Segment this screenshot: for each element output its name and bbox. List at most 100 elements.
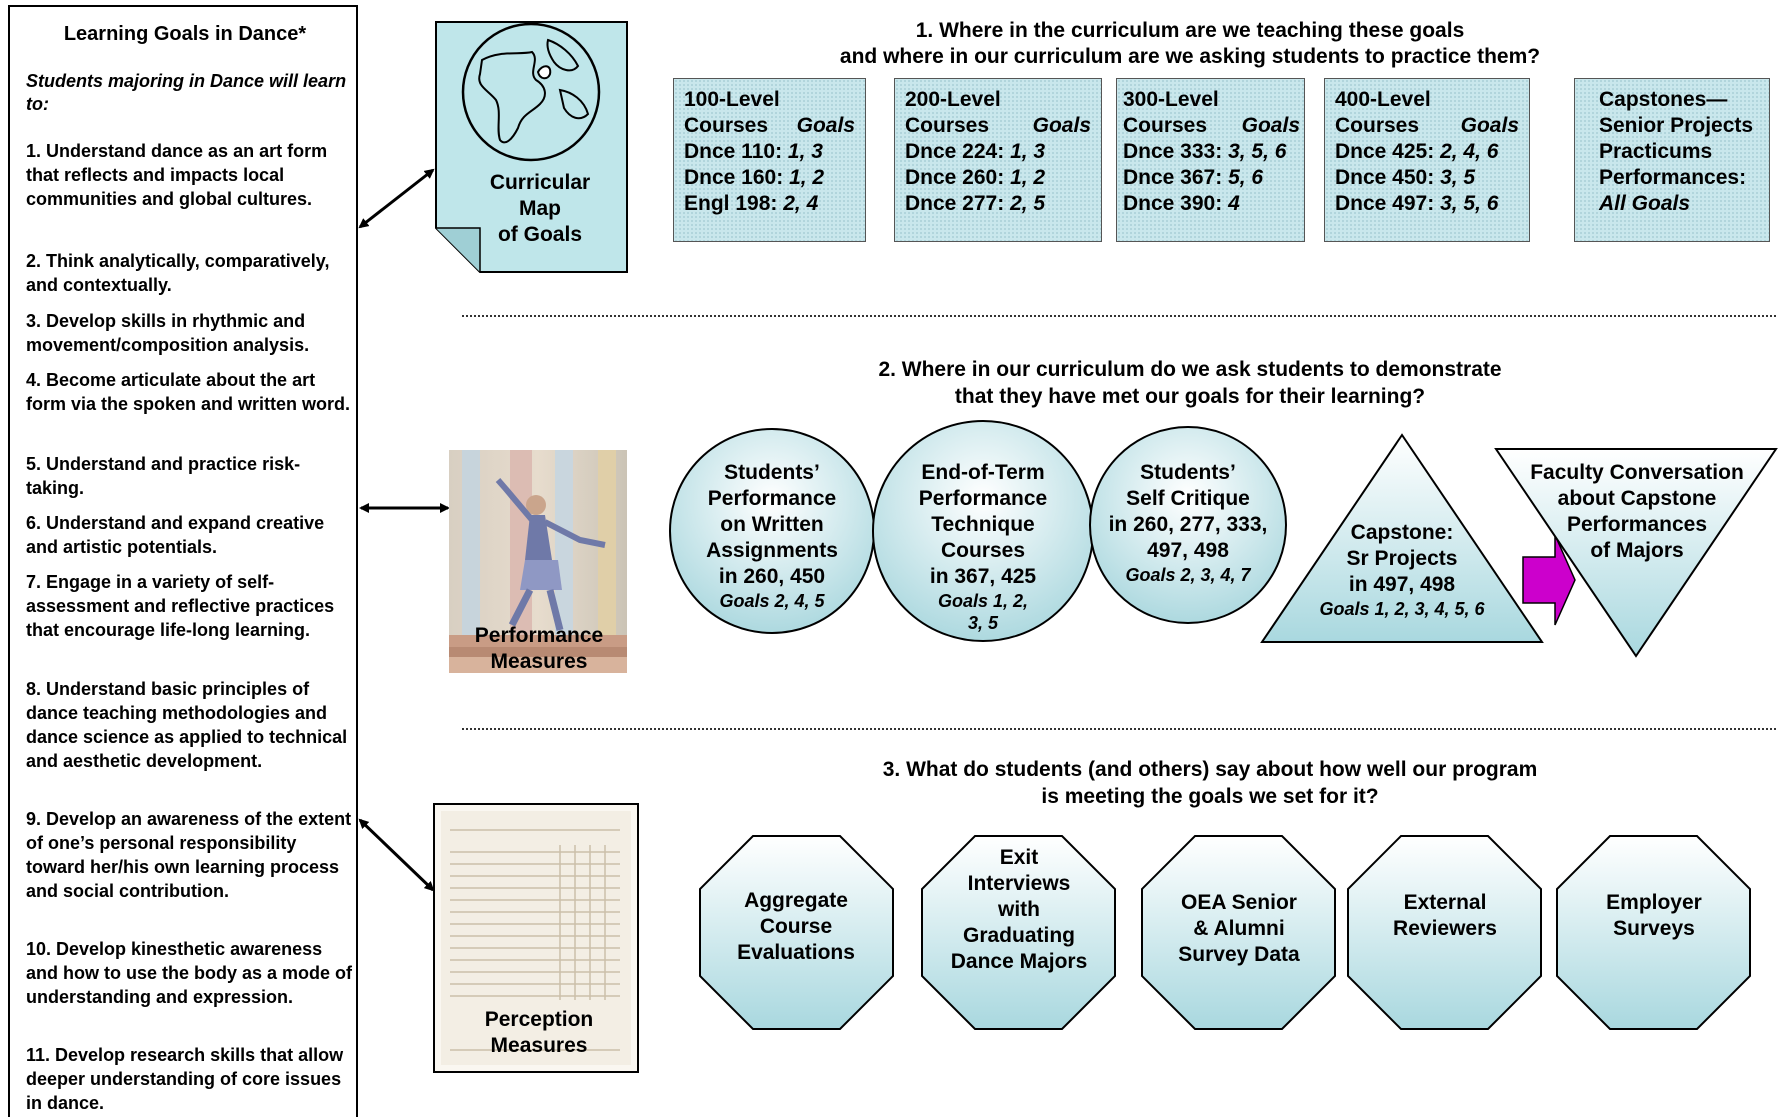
goal-item-2: 2. Think analytically, comparatively, an… <box>26 251 330 295</box>
goal-item-5: 5. Understand and practice risk-taking. <box>26 454 301 498</box>
course-goals: 2, 4 <box>783 192 819 215</box>
course-code: Dnce 367: <box>1123 166 1223 189</box>
course-goals: 3, 5, 6 <box>1228 140 1287 163</box>
triangle-label: Capstone: Sr Projects in 497, 498 <box>1346 521 1458 596</box>
circle-self-critique <box>1089 426 1287 624</box>
course-goals: 2, 4, 6 <box>1440 140 1499 163</box>
section1-title-line2: and where in our curriculum are we askin… <box>839 45 1541 68</box>
courses-header: Courses <box>684 114 769 137</box>
course-goals: 5, 6 <box>1228 166 1264 189</box>
course-code: Dnce 224: <box>905 140 1005 163</box>
section1-title-line1: 1. Where in the curriculum are we teachi… <box>915 19 1465 42</box>
course-goals: 1, 2 <box>1010 166 1046 189</box>
course-box-heading: 100-Level <box>684 88 780 111</box>
capstone-line: Performances: <box>1599 166 1747 189</box>
octagon-exit-interviews-text: Exit Interviews with Graduating Dance Ma… <box>950 846 1088 973</box>
circle-label: Students’ Performance on Written Assignm… <box>706 461 838 588</box>
performance-measures-label: Performance Measures <box>474 624 604 673</box>
circle-goals: Goals 1, 2, 3, 5 <box>937 591 1029 633</box>
inverted-triangle-faculty <box>1494 448 1778 658</box>
goal-item-3: 3. Develop skills in rhythmic and moveme… <box>26 311 310 355</box>
circle-goals: Goals 2, 3, 4, 7 <box>1125 565 1251 585</box>
octagon-external-reviewers <box>1347 835 1542 1030</box>
course-goals: 1, 3 <box>787 140 823 163</box>
perception-measures-label: Perception Measures <box>484 1008 594 1057</box>
goal-item-11: 11. Develop research skills that allow d… <box>26 1045 344 1113</box>
courses-header: Courses <box>905 114 990 137</box>
section2-title-line1: 2. Where in our curriculum do we ask stu… <box>878 358 1502 381</box>
goals-intro: Students majoring in Dance will learn to… <box>26 71 347 114</box>
capstone-box: Capstones— Senior Projects Practicums Pe… <box>1574 78 1770 242</box>
course-box-200: 200-Level Courses Goals Dnce 224: 1, 3 Dn… <box>894 78 1102 242</box>
dancer-picture <box>449 450 627 673</box>
course-code: Dnce 260: <box>905 166 1005 189</box>
survey-form-picture <box>433 803 639 1073</box>
goal-item-6: 6. Understand and expand creative and ar… <box>26 513 325 557</box>
connector-arrow-perception <box>358 818 435 892</box>
curricular-map-label: Curricular Map of Goals <box>489 171 591 246</box>
course-goals: 1, 2 <box>789 166 825 189</box>
course-goals: 3, 5 <box>1440 166 1476 189</box>
circle-label: End-of-Term Performance Technique Course… <box>918 461 1048 588</box>
course-box-heading: 200-Level <box>905 88 1001 111</box>
octagon-aggregate-text: Aggregate Course Evaluations <box>737 889 855 964</box>
course-goals: 1, 3 <box>1010 140 1046 163</box>
goal-item-10: 10. Develop kinesthetic awareness and ho… <box>26 939 353 1007</box>
circle-self-critique-text: Students’ Self Critique in 260, 277, 333… <box>1096 460 1280 586</box>
course-box-100: 100-Level Courses Goals Dnce 110: 1, 3 Dn… <box>673 78 866 242</box>
circle-goals: Goals 2, 4, 5 <box>719 591 825 611</box>
course-code: Engl 198: <box>684 192 778 215</box>
course-goals: 4 <box>1228 192 1240 215</box>
course-code: Dnce 110: <box>684 140 783 163</box>
goals-title: Learning Goals in Dance* <box>63 23 307 45</box>
capstone-line: Practicums <box>1599 140 1713 163</box>
course-box-400: 400-Level Courses Goals Dnce 425: 2, 4, 6… <box>1324 78 1530 242</box>
section3-title-line1: 3. What do students (and others) say abo… <box>882 758 1538 781</box>
course-code: Dnce 160: <box>684 166 784 189</box>
octagon-oea-survey-text: OEA Senior & Alumni Survey Data <box>1178 891 1300 966</box>
course-code: Dnce 277: <box>905 192 1005 215</box>
octagon-external-reviewers-text: External Reviewers <box>1393 891 1497 940</box>
course-goals: 3, 5, 6 <box>1440 192 1499 215</box>
circle-written-assignments-text: Students’ Performance on Written Assignm… <box>678 460 866 612</box>
course-goals: 2, 5 <box>1010 192 1046 215</box>
capstone-line: Senior Projects <box>1599 114 1754 137</box>
goal-item-4: 4. Become articulate about the art form … <box>26 370 351 414</box>
goals-header: Goals <box>1032 114 1091 137</box>
octagon-oea-survey <box>1141 835 1336 1030</box>
goal-item-9: 9. Develop an awareness of the extent of… <box>26 809 352 901</box>
learning-goals-panel: Learning Goals in Dance* Students majori… <box>8 5 358 1117</box>
section3-title-line2: is meeting the goals we set for it? <box>1041 785 1379 808</box>
globe-icon <box>461 22 601 162</box>
octagon-employer-surveys-text: Employer Surveys <box>1606 891 1702 940</box>
capstone-line: Capstones— <box>1599 88 1728 111</box>
goal-item-1: 1. Understand dance as an art form that … <box>26 141 328 209</box>
circle-label: Students’ Self Critique in 260, 277, 333… <box>1108 461 1268 562</box>
goal-item-7: 7. Engage in a variety of self-assessmen… <box>26 572 335 640</box>
course-box-heading: 300-Level <box>1123 88 1219 111</box>
goals-header: Goals <box>1460 114 1519 137</box>
courses-header: Courses <box>1335 114 1420 137</box>
course-code: Dnce 450: <box>1335 166 1435 189</box>
course-code: Dnce 425: <box>1335 140 1435 163</box>
inverted-triangle-text: Faculty Conversation about Capstone Perf… <box>1530 461 1744 562</box>
triangle-capstone-text: Capstone: Sr Projects in 497, 498 Goals … <box>1302 520 1502 620</box>
goals-header: Goals <box>796 114 855 137</box>
triangle-capstone <box>1260 433 1544 643</box>
octagon-exit-interviews <box>921 835 1116 1030</box>
courses-header: Courses <box>1123 114 1208 137</box>
octagon-employer-surveys <box>1556 835 1751 1030</box>
section2-title-line2: that they have met our goals for their l… <box>954 385 1426 408</box>
goal-item-8: 8. Understand basic principles of dance … <box>26 679 348 771</box>
connector-arrow-curricular <box>358 168 435 229</box>
course-code: Dnce 497: <box>1335 192 1435 215</box>
course-box-heading: 400-Level <box>1335 88 1431 111</box>
circle-end-of-term-text: End-of-Term Performance Technique Course… <box>888 460 1078 634</box>
triangle-goals: Goals 1, 2, 3, 4, 5, 6 <box>1319 599 1485 619</box>
magenta-arrow <box>1522 534 1576 626</box>
octagon-aggregate <box>699 835 894 1030</box>
goals-header: Goals <box>1241 114 1300 137</box>
course-code: Dnce 390: <box>1123 192 1223 215</box>
